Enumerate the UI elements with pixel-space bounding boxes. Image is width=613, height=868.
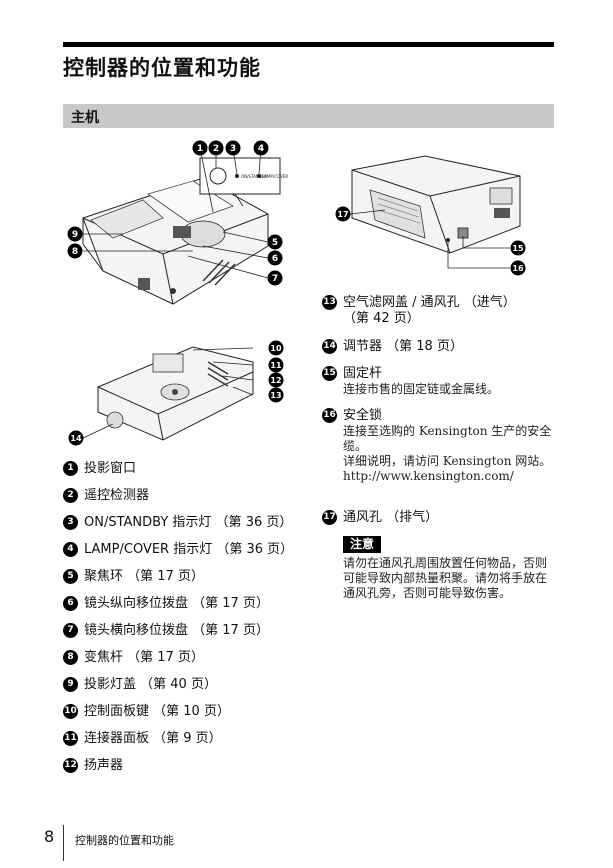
item-label: ON/STANDBY 指示灯 （第 36 页）: [84, 515, 293, 530]
list-item: 8 变焦杆 （第 17 页）: [63, 649, 204, 667]
footer-divider: [63, 825, 64, 861]
callout-9: 9: [72, 230, 78, 240]
list-item: 7 镜头横向移位拨盘 （第 17 页）: [63, 622, 269, 640]
callout-6: 6: [272, 254, 278, 264]
projector-rear-view-illustration: 17 15 16: [335, 155, 526, 276]
list-item: 3 ON/STANDBY 指示灯 （第 36 页）: [63, 514, 293, 532]
item-number-badge: 3: [63, 514, 78, 530]
item-number-badge: 15: [322, 366, 337, 381]
item-number-badge: 7: [63, 622, 78, 638]
item-description-more: 详细说明，请访问 Kensington 网站。: [343, 454, 552, 468]
list-item: 15 固定杆 连接市售的固定链或金属线。: [322, 366, 572, 397]
item-number-badge: 4: [63, 541, 78, 557]
page-title: 控制器的位置和功能: [63, 56, 261, 80]
list-item: 11 连接器面板 （第 9 页）: [63, 730, 222, 748]
item-label: 调节器 （第 18 页）: [343, 339, 463, 354]
list-item: 4 LAMP/COVER 指示灯 （第 36 页）: [63, 541, 294, 559]
item-label-continued: （第 42 页）: [343, 311, 420, 326]
note-label: 注意: [343, 536, 382, 553]
item-description: 连接至选购的 Kensington 生产的安全缆。: [343, 424, 552, 453]
list-item: 6 镜头纵向移位拨盘 （第 17 页）: [63, 595, 269, 613]
callout-5: 5: [272, 238, 278, 248]
callout-8: 8: [72, 247, 78, 257]
page-number: 8: [44, 827, 55, 846]
item-label: 遥控检测器: [84, 488, 150, 503]
item-label: LAMP/COVER 指示灯 （第 36 页）: [84, 542, 294, 557]
item-label: 安全锁: [343, 408, 383, 423]
list-item: 13 空气滤网盖 / 通风孔 （进气） （第 42 页）: [322, 295, 572, 327]
item-label: 镜头纵向移位拨盘 （第 17 页）: [84, 596, 269, 611]
item-number-badge: 5: [63, 568, 78, 584]
note-text: 请勿在通风孔周围放置任何物品，否则可能导致内部热量积聚。请勿将手放在通风孔旁，否…: [343, 556, 548, 600]
callout-1: 1: [197, 144, 203, 154]
item-label: 扬声器: [84, 758, 124, 773]
callout-17: 17: [337, 210, 348, 219]
list-item: 17 通风孔 （排气）: [322, 510, 572, 526]
item-number-badge: 17: [322, 510, 337, 525]
item-number-badge: 8: [63, 649, 78, 665]
callout-11: 11: [270, 361, 282, 370]
list-item: 9 投影灯盖 （第 40 页）: [63, 676, 217, 694]
item-number-badge: 16: [322, 408, 337, 423]
list-item: 12 扬声器: [63, 757, 124, 775]
item-number-badge: 10: [63, 703, 78, 719]
item-label: 连接器面板 （第 9 页）: [84, 731, 222, 746]
list-item: 1 投影窗口: [63, 460, 137, 478]
item-number-badge: 13: [322, 295, 337, 310]
list-item: 16 安全锁 连接至选购的 Kensington 生产的安全缆。 详细说明，请访…: [322, 408, 572, 484]
item-number-badge: 2: [63, 487, 78, 503]
callout-4: 4: [258, 144, 264, 154]
item-description: 连接市售的固定链或金属线。: [343, 382, 500, 396]
callout-2: 2: [213, 144, 219, 154]
callout-13: 13: [270, 391, 281, 400]
item-number-badge: 9: [63, 676, 78, 692]
item-label: 固定杆: [343, 366, 383, 381]
item-label: 投影灯盖 （第 40 页）: [84, 677, 217, 692]
list-item: 5 聚焦环 （第 17 页）: [63, 568, 204, 586]
item-label: 通风孔 （排气）: [343, 510, 439, 525]
item-label: 投影窗口: [84, 461, 137, 476]
callout-7: 7: [272, 274, 278, 284]
callout-12: 12: [270, 376, 281, 385]
item-number-badge: 1: [63, 460, 78, 476]
list-item: 14 调节器 （第 18 页）: [322, 339, 572, 355]
kensington-url: http://www.kensington.com/: [343, 469, 514, 483]
top-rule: [63, 42, 554, 47]
item-label: 控制面板键 （第 10 页）: [84, 704, 230, 719]
item-number-badge: 12: [63, 757, 78, 773]
inset-label-lamp-cover: LAMP/COVER: [262, 174, 288, 179]
item-number-badge: 11: [63, 730, 78, 746]
callout-15: 15: [512, 244, 524, 253]
list-item: 10 控制面板键 （第 10 页）: [63, 703, 230, 721]
item-number-badge: 14: [322, 339, 337, 354]
section-title: 主机: [71, 110, 99, 126]
projector-bottom-view-illustration: 10 11 12 13 14: [68, 340, 284, 446]
item-number-badge: 6: [63, 595, 78, 611]
section-bar: 主机: [63, 104, 554, 128]
footer-title: 控制器的位置和功能: [75, 834, 174, 847]
inset-label-on-standby: ON/STANDBY: [241, 174, 267, 179]
item-label: 聚焦环 （第 17 页）: [84, 569, 204, 584]
callout-3: 3: [230, 144, 236, 154]
item-label: 变焦杆 （第 17 页）: [84, 650, 204, 665]
list-item: 2 遥控检测器: [63, 487, 150, 505]
item-label: 空气滤网盖 / 通风孔 （进气）: [343, 295, 516, 310]
item-label: 镜头横向移位拨盘 （第 17 页）: [84, 623, 269, 638]
callout-16: 16: [512, 264, 524, 273]
callout-14: 14: [70, 434, 82, 443]
callout-10: 10: [270, 344, 282, 353]
projector-top-view-illustration: ON/STANDBY LAMP/COVER 1 2 3 4 9 8 5 6 7: [67, 140, 288, 305]
